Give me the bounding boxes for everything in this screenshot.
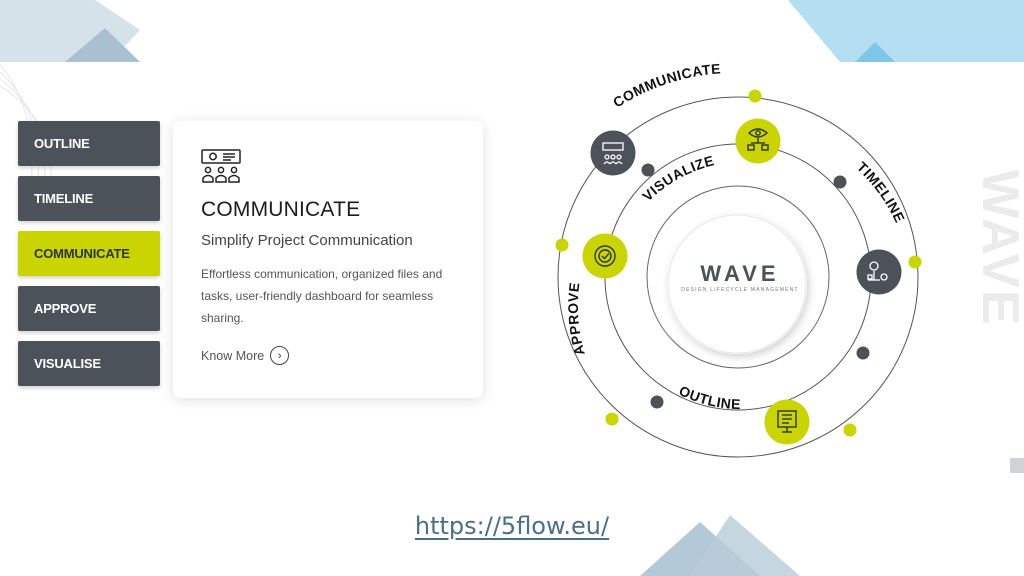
logo-tagline: DESIGN LIFECYCLE MANAGEMENT xyxy=(681,287,798,293)
approve-node[interactable] xyxy=(582,233,628,279)
team-presentation-icon xyxy=(201,149,241,183)
outer-orbit xyxy=(557,96,919,458)
nav-item-timeline[interactable]: TIMELINE xyxy=(18,176,160,221)
nav-item-outline[interactable]: OUTLINE xyxy=(18,121,160,166)
nav-item-visualise[interactable]: VISUALISE xyxy=(18,341,160,386)
wave-watermark: WAVE xyxy=(971,169,1024,327)
outline-node[interactable] xyxy=(764,399,810,445)
website-link[interactable]: https://5flow.eu/ xyxy=(414,512,610,540)
diagram-label-communicate: COMMUNICATE xyxy=(610,60,721,110)
visualize-node[interactable] xyxy=(735,118,781,164)
diagram-label-visualize: VISUALIZE xyxy=(639,152,716,204)
communicate-node[interactable] xyxy=(590,130,636,176)
side-nav: OUTLINE TIMELINE COMMUNICATE APPROVE VIS… xyxy=(18,121,160,396)
feature-card: COMMUNICATE Simplify Project Communicati… xyxy=(173,121,483,398)
know-more-link[interactable]: Know More › xyxy=(201,346,455,365)
lifecycle-diagram: COMMUNICATE VISUALIZE TIMELINE APPROVE O… xyxy=(555,60,922,458)
core-orbit xyxy=(646,185,830,369)
timeline-node[interactable] xyxy=(856,249,902,295)
badge-check-icon xyxy=(594,245,616,267)
gear-flow-icon xyxy=(867,261,888,281)
card-subtitle: Simplify Project Communication xyxy=(201,232,413,249)
know-more-label: Know More xyxy=(201,348,265,363)
orbit-dots xyxy=(555,89,922,437)
card-description: Effortless communication, organized file… xyxy=(201,267,443,325)
eye-hierarchy-icon xyxy=(747,128,769,151)
diagram-label-approve: APPROVE xyxy=(565,281,588,357)
wave-logo: WAVE DESIGN LIFECYCLE MANAGEMENT xyxy=(667,214,807,354)
card-title: COMMUNICATE xyxy=(201,198,361,221)
nav-item-communicate[interactable]: COMMUNICATE xyxy=(18,231,160,276)
team-presentation-icon xyxy=(602,142,624,165)
chevron-right-icon: › xyxy=(270,346,290,365)
document-outline-icon xyxy=(777,410,797,433)
nav-item-approve[interactable]: APPROVE xyxy=(18,286,160,331)
logo-wordmark: WAVE xyxy=(700,261,779,286)
diagram-label-outline: OUTLINE xyxy=(677,382,742,412)
